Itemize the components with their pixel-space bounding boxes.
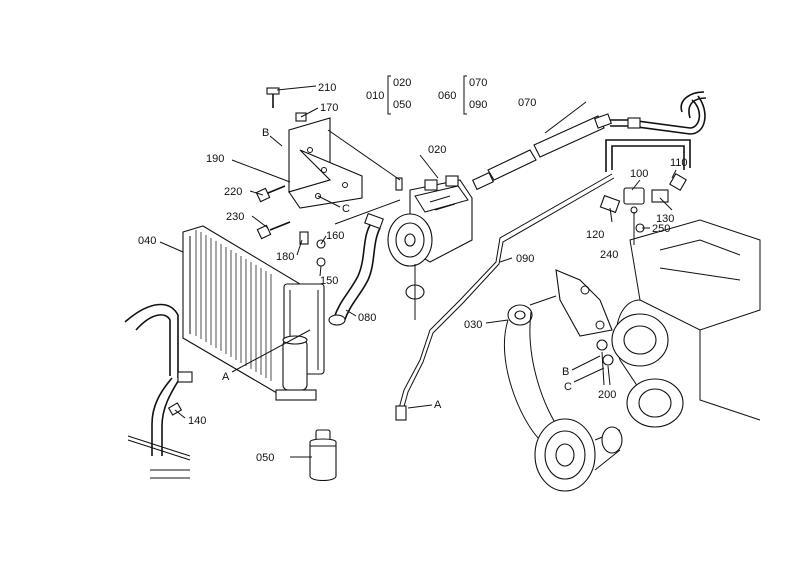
- label-050: 050: [256, 452, 274, 464]
- label-080: 080: [358, 312, 376, 324]
- suction-hose: [328, 212, 384, 326]
- label-100: 100: [630, 168, 648, 180]
- label-120: 120: [586, 229, 604, 241]
- label-030: 030: [464, 319, 482, 331]
- grouping-braces: [387, 75, 467, 115]
- label-010-020: 020: [393, 77, 411, 89]
- idler-pulley: [507, 295, 557, 326]
- liquid-line: [395, 173, 615, 421]
- label-200: 200: [598, 389, 616, 401]
- label-020: 020: [428, 144, 446, 156]
- label-010-050: 050: [393, 99, 411, 111]
- label-060-090: 090: [469, 99, 487, 111]
- label-060: 060: [438, 90, 456, 102]
- label-250: 250: [652, 223, 670, 235]
- label-140: 140: [188, 415, 206, 427]
- leader-lines: [159, 85, 677, 458]
- frame-pipes: [124, 303, 193, 479]
- fan-hub: [596, 313, 684, 428]
- crank-pulley: [534, 418, 623, 492]
- label-230: 230: [226, 211, 244, 223]
- ref-c-bracket: C: [342, 203, 350, 215]
- label-130: 130: [656, 213, 674, 225]
- ref-c-engine: C: [564, 381, 572, 393]
- engine-block: [615, 219, 761, 421]
- tensioner-bracket: [555, 269, 613, 337]
- label-220: 220: [224, 186, 242, 198]
- label-110: 110: [670, 157, 688, 169]
- discharge-hose: [471, 95, 706, 191]
- upper-right-hose: [680, 91, 707, 119]
- compressor-bracket: [288, 117, 363, 209]
- label-210: 210: [318, 82, 336, 94]
- receiver-drier: [275, 335, 317, 401]
- ref-b-engine: B: [562, 366, 569, 378]
- label-010: 010: [366, 90, 384, 102]
- compressor: [387, 175, 473, 320]
- ref-a-liquid-line: A: [434, 399, 442, 411]
- ref-a-condenser: A: [222, 371, 230, 383]
- label-180: 180: [276, 251, 294, 263]
- valve-fittings: [599, 139, 691, 233]
- part-labels: 210 170 190 220 230 180 160 150 040 080 …: [138, 77, 688, 464]
- label-240: 240: [600, 249, 618, 261]
- drive-belt: [503, 311, 561, 441]
- refrigerant-bottle: [309, 429, 337, 482]
- label-150: 150: [320, 275, 338, 287]
- label-170: 170: [320, 102, 338, 114]
- label-160: 160: [326, 230, 344, 242]
- label-190: 190: [206, 153, 224, 165]
- label-040: 040: [138, 235, 156, 247]
- label-090: 090: [516, 253, 534, 265]
- label-070: 070: [518, 97, 536, 109]
- ref-b-bracket: B: [262, 127, 269, 139]
- label-060-070: 070: [469, 77, 487, 89]
